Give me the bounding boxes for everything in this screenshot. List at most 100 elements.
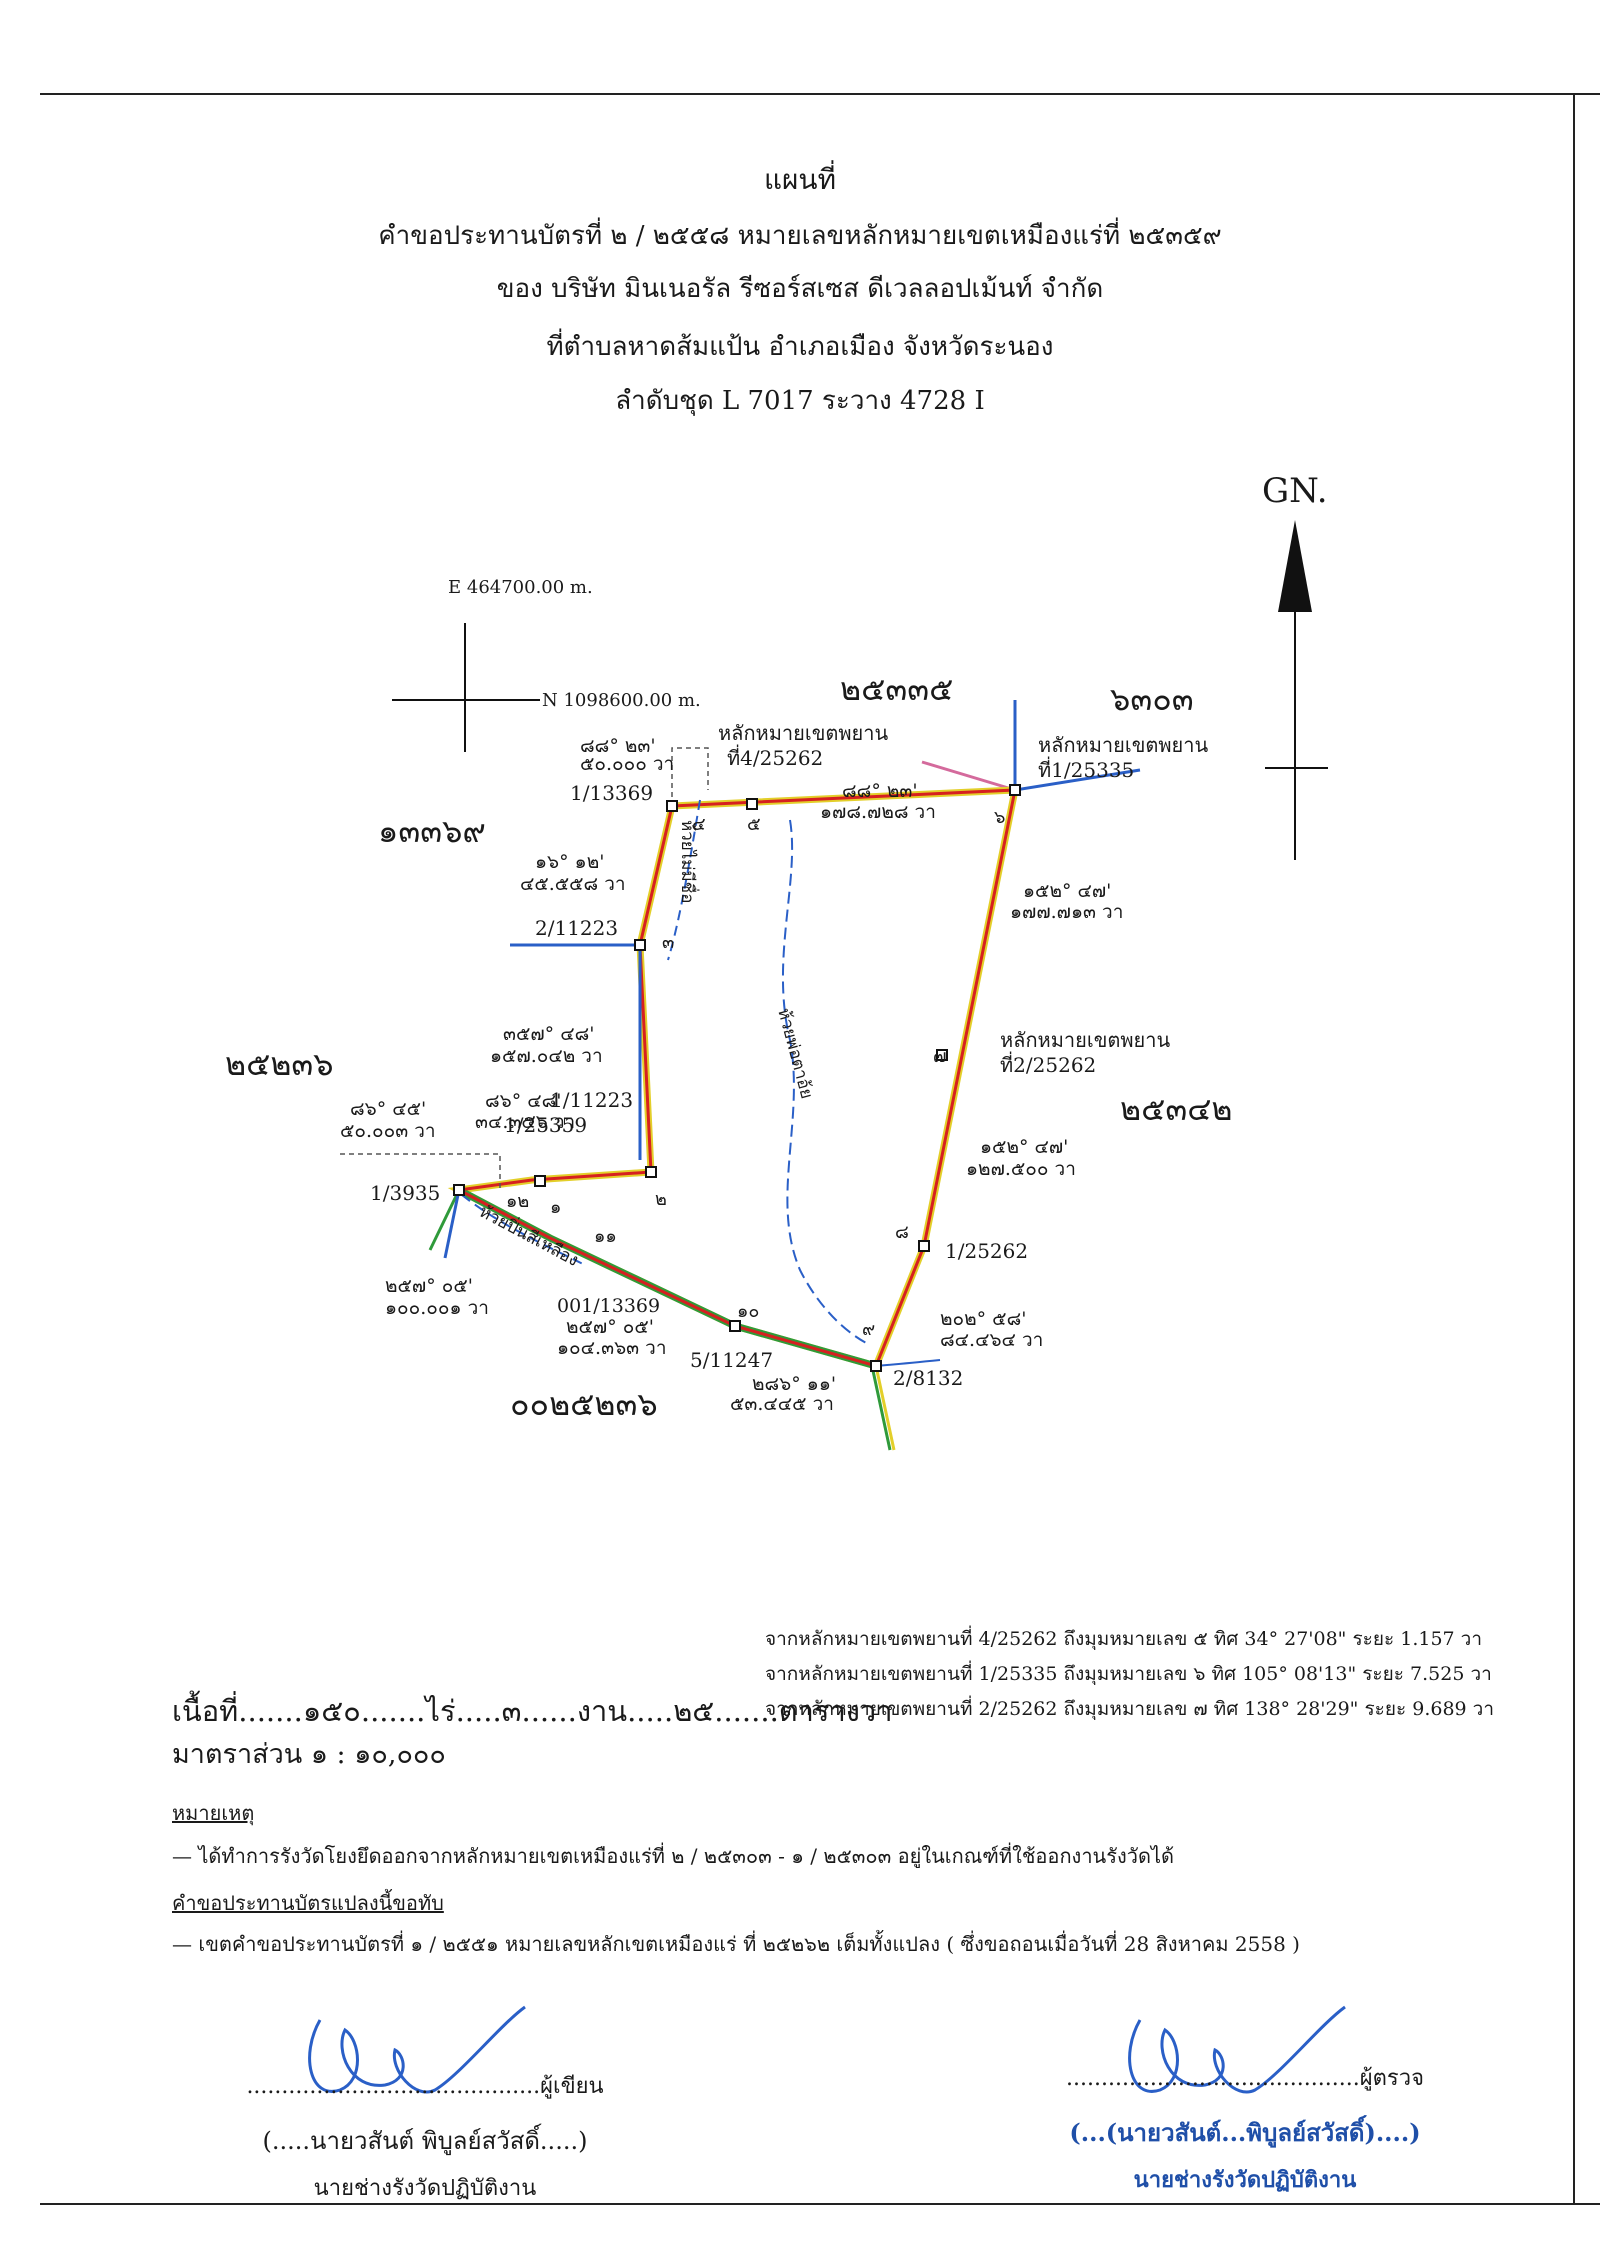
map-title: แผนที่ xyxy=(763,163,837,196)
page-frame-right xyxy=(1573,93,1575,2205)
point-label: 1/3935 xyxy=(370,1181,440,1205)
corner-number: ๗ xyxy=(933,1046,947,1067)
bearing-text: ๑๕๒° ๔๗' xyxy=(1023,880,1111,902)
distance-text: ๘๔.๔๖๔ วา xyxy=(940,1329,1043,1351)
corner-number: ๘ xyxy=(895,1222,909,1243)
bearing-text: ๑๖° ๑๒' xyxy=(535,851,604,873)
witness-label: ที่4/25262 xyxy=(727,744,823,770)
parcel-label: ๒๕๒๓๖ xyxy=(225,1045,334,1083)
remarks-title: หมายเหตุ xyxy=(172,1801,255,1825)
point-label: 2/8132 xyxy=(893,1366,963,1390)
distance-text: ๕๓.๔๔๕ วา xyxy=(730,1393,834,1415)
point-label: 2/11223 xyxy=(535,916,618,940)
header-line-4: ลำดับชุด L 7017 ระวาง 4728 I xyxy=(615,386,985,416)
remarks-line-1: — ได้ทำการรังวัดโยงยึดออกจากหลักหมายเขตเ… xyxy=(172,1844,1174,1868)
checker-signature xyxy=(1128,2005,1346,2094)
remarks-line-2: — เขตคำขอประทานบัตรที่ ๑ / ๒๕๕๑ หมายเลขห… xyxy=(172,1932,1300,1956)
parcel-label: ๐๐๒๕๒๓๖ xyxy=(510,1385,658,1423)
bearing-text: ๘๘° ๒๓' xyxy=(842,780,918,802)
witness-label: หลักหมายเขตพยาน xyxy=(718,721,888,745)
corner-markers xyxy=(453,784,1021,1372)
witness-label: หลักหมายเขตพยาน xyxy=(1000,1028,1170,1052)
corner-number: ๙ xyxy=(862,1319,875,1340)
bearing-text: ๒๐๒° ๕๘' xyxy=(940,1308,1026,1330)
point-label: 1/11223 xyxy=(550,1088,633,1112)
corner-number: ๑๒ xyxy=(506,1191,529,1212)
overlap-title: คำขอประทานบัตรแปลงนี้ขอทับ xyxy=(172,1891,444,1915)
witness-label: ที่2/25262 xyxy=(1000,1051,1096,1077)
area-wa: ๒๕ xyxy=(673,1694,715,1728)
adjacent-line xyxy=(428,1189,461,1251)
stream-label: ห้วยไม่มีชื่อ xyxy=(677,820,700,903)
stream-2 xyxy=(781,819,871,1346)
adjacent-line xyxy=(921,760,1016,792)
bearing-text: ๓๕๗° ๔๘' xyxy=(503,1023,594,1045)
writer-name: (.....นายวสันต์ พิบูลย์สวัสดิ์.....) xyxy=(262,2127,588,2155)
stream-label: ห้วยพ่อตาอ้ย xyxy=(773,1006,816,1101)
witness-label: ที่1/25335 xyxy=(1038,756,1134,782)
writer-position: นายช่างรังวัดปฏิบัติงาน xyxy=(313,2176,537,2201)
distance-text: ๑๗๘.๗๒๘ วา xyxy=(820,801,936,823)
reference-dash xyxy=(671,747,709,806)
writer-sign-line: ........................................… xyxy=(246,2074,604,2099)
distance-text: ๑๕๗.๐๔๒ วา xyxy=(490,1045,603,1067)
bearing-text: ๘๖° ๔๘' xyxy=(485,1090,562,1112)
corner-number: ๖ xyxy=(994,807,1005,828)
parcel-boundary xyxy=(454,788,1017,1368)
stream-1 xyxy=(667,799,701,961)
map-scale: มาตราส่วน ๑ : ๑๐,๐๐๐ xyxy=(172,1739,446,1770)
survey-map: GN. E 464700.00 m. N 1098600.00 m. xyxy=(225,471,1328,1451)
distance-text: ๕๐.๐๐๓ วา xyxy=(340,1120,436,1142)
north-label: GN. xyxy=(1262,471,1328,511)
adjacent-line xyxy=(870,1365,892,1451)
distance-text: ๑๐๔.๓๖๓ วา xyxy=(557,1337,667,1359)
adjacent-line xyxy=(443,1189,461,1259)
corner-number: ๓ xyxy=(662,932,674,953)
bearing-text: ๒๘๖° ๑๑' xyxy=(752,1373,836,1395)
parcel-label: ๒๕๓๔๒ xyxy=(1120,1090,1233,1128)
header-line-3: ที่ตำบลหาดส้มแป้น อำเภอเมือง จังหวัดระนอ… xyxy=(546,332,1054,362)
point-label: 1/13369 xyxy=(570,781,653,805)
checker-role: ผู้ตรวจ xyxy=(1359,2066,1424,2091)
parcel-label: ๒๕๓๓๕ xyxy=(840,670,953,708)
area-rai-unit: ไร่ xyxy=(425,1694,456,1728)
area-ngan: ๓ xyxy=(501,1694,522,1728)
adjacent-line xyxy=(1014,768,1141,792)
page-frame-bottom xyxy=(40,2203,1600,2205)
stream-label: ห้วยปิ่นสีเหลือง xyxy=(476,1199,583,1271)
reference-dash xyxy=(340,1153,501,1190)
header-line-2: ของ บริษัท มินเนอรัล รีซอร์สเซส ดีเวลลอป… xyxy=(496,274,1104,304)
stream-3 xyxy=(461,1194,586,1266)
distance-text: ๑๐๐.๐๐๑ วา xyxy=(385,1297,489,1319)
corner-number: ๔ xyxy=(692,814,706,835)
distance-text: ๑๗๗.๗๑๓ วา xyxy=(1010,901,1123,923)
writer-role: ผู้เขียน xyxy=(540,2074,604,2099)
corner-number: ๑ xyxy=(550,1197,561,1218)
northing-label: N 1098600.00 m. xyxy=(542,690,701,711)
parcel-label: ๖๓๐๓ xyxy=(1110,680,1194,718)
bearing-text: ๒๕๗° ๐๕' xyxy=(566,1316,654,1338)
witness-reference-1: จากหลักหมายเขตพยานที่ 4/25262 ถึงมุมหมาย… xyxy=(765,1628,1483,1650)
point-label: 5/11247 xyxy=(690,1348,773,1372)
adjacent-line xyxy=(874,1365,896,1451)
checker-name: (...(นายวสันต์...พิบูลย์สวัสดิ์)....) xyxy=(1069,2118,1421,2147)
parcel-label: ๑๓๓๖๙ xyxy=(378,812,486,850)
point-label: 1/25262 xyxy=(945,1239,1028,1263)
area-rai: ๑๕๐ xyxy=(302,1694,361,1728)
witness-label: หลักหมายเขตพยาน xyxy=(1038,733,1208,757)
bearing-text: ๒๕๗° ๐๕' xyxy=(385,1275,473,1297)
corner-number: ๑๐ xyxy=(737,1301,759,1322)
page-frame-top xyxy=(40,93,1600,95)
witness-reference-2: จากหลักหมายเขตพยานที่ 1/25335 ถึงมุมหมาย… xyxy=(765,1663,1492,1685)
easting-label: E 464700.00 m. xyxy=(448,577,593,598)
distance-text: ๕๐.๐๐๐ วา xyxy=(580,753,674,775)
area-ngan-unit: งาน xyxy=(576,1694,628,1728)
distance-text: ๔๕.๕๕๘ วา xyxy=(520,873,626,895)
writer-signature xyxy=(308,2005,526,2094)
stream-outlet xyxy=(875,1359,941,1367)
checker-sign-line: ........................................… xyxy=(1066,2066,1424,2091)
north-arrow-icon xyxy=(1278,520,1312,612)
corner-number: ๕ xyxy=(747,814,761,835)
checker-position: นายช่างรังวัดปฏิบัติงาน xyxy=(1133,2167,1357,2193)
bearing-text: ๘๘° ๒๓' xyxy=(580,735,656,757)
